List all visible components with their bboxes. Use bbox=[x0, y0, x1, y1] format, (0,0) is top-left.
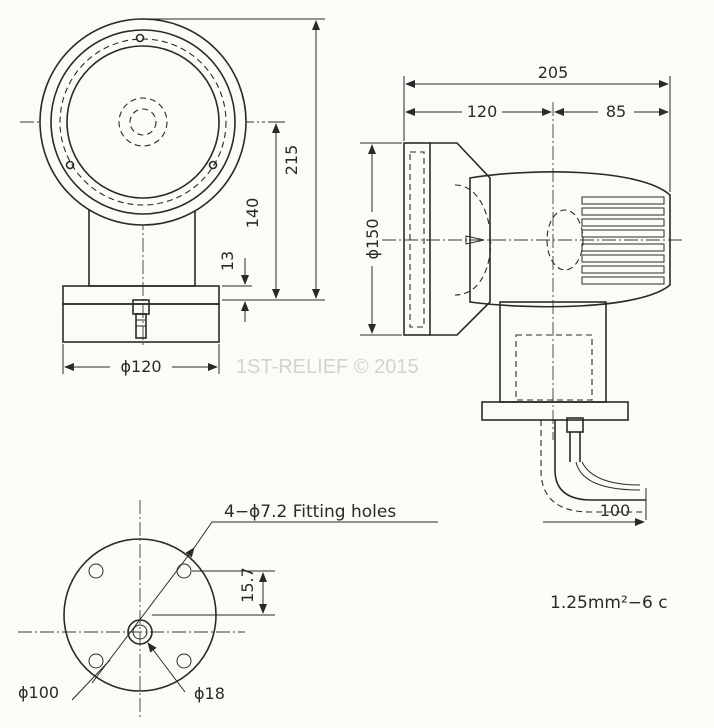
dim-215-label: 215 bbox=[282, 145, 301, 176]
front-view-screw-right bbox=[208, 160, 218, 170]
side-view-cable bbox=[554, 420, 646, 501]
side-view-cable-hidden bbox=[540, 420, 646, 513]
front-view-base-plate bbox=[62, 285, 220, 305]
side-view-cooling-fins bbox=[581, 196, 665, 285]
watermark: 1ST-RELIEF © 2015 bbox=[236, 356, 419, 378]
side-view-base-plate bbox=[481, 401, 629, 421]
dim-15-7-label: 15.7 bbox=[238, 567, 257, 603]
front-view-inner-rim bbox=[50, 29, 236, 215]
front-view-screw-top bbox=[135, 33, 145, 43]
bottom-view: 4−ϕ7.2 Fitting holes 15.7 ϕ100 ϕ18 bbox=[18, 500, 438, 720]
front-view-outer-rim bbox=[39, 18, 247, 226]
bottom-view-fitting-hole-tr bbox=[176, 563, 192, 579]
cable-spec-note: 1.25mm²−6 c bbox=[550, 593, 668, 613]
phi18-leader bbox=[147, 642, 186, 693]
dim-13-label: 13 bbox=[218, 251, 237, 271]
dim-phi150-label: ϕ150 bbox=[363, 218, 382, 259]
side-view-gland bbox=[566, 417, 584, 433]
dim-phi120-label: ϕ120 bbox=[120, 357, 161, 376]
front-view-screw-left bbox=[65, 160, 75, 170]
bottom-view-fitting-hole-bl bbox=[88, 653, 104, 669]
side-view-neck bbox=[430, 142, 491, 336]
dim-phi18-label: ϕ18 bbox=[194, 684, 225, 703]
dim-85-label: 85 bbox=[606, 102, 626, 121]
dim-205-label: 205 bbox=[538, 63, 569, 82]
front-view: 215 140 13 ϕ120 bbox=[20, 18, 325, 376]
front-view-gland bbox=[132, 299, 150, 315]
front-view-lamp-core bbox=[129, 108, 157, 136]
fitting-holes-note: 4−ϕ7.2 Fitting holes bbox=[224, 502, 396, 522]
front-view-lens bbox=[66, 45, 220, 199]
dim-phi100-label: ϕ100 bbox=[18, 683, 59, 702]
dim-140-label: 140 bbox=[243, 198, 262, 229]
side-view: 205 120 85 ϕ150 100 bbox=[360, 63, 685, 526]
bottom-view-fitting-hole-tl bbox=[88, 563, 104, 579]
front-view-base-lower bbox=[62, 303, 220, 343]
dim-100-label: 100 bbox=[600, 501, 631, 520]
bottom-view-cable-hole-inner bbox=[132, 624, 148, 640]
side-view-body bbox=[469, 171, 671, 308]
front-view-lamp-outline bbox=[118, 97, 168, 147]
bottom-view-fitting-hole-br bbox=[176, 653, 192, 669]
phi100-leader bbox=[71, 659, 111, 701]
side-view-front-face bbox=[403, 142, 431, 336]
dim-120-label: 120 bbox=[467, 102, 498, 121]
